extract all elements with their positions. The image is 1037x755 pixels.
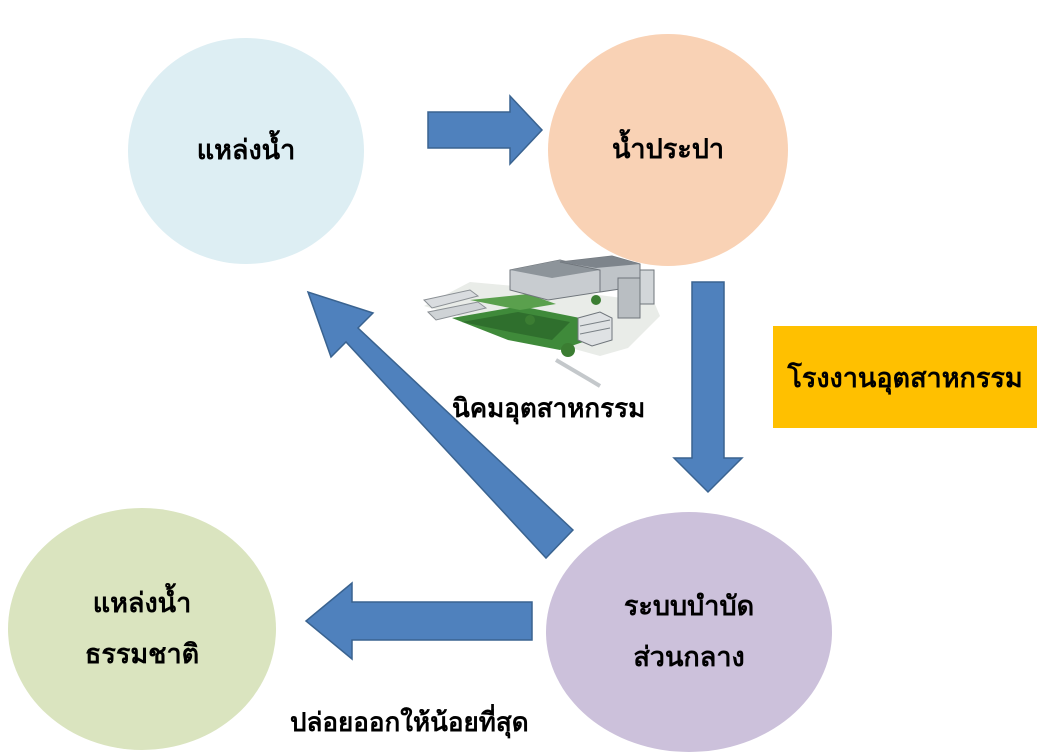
industrial-estate-label: นิคมอุตสาหกรรม <box>452 394 646 424</box>
natural-water-label-line1: แหล่งน้ำ <box>92 587 192 619</box>
arrow-tap-to-central <box>672 281 744 494</box>
industrial-estate-illustration <box>422 255 660 388</box>
release-minimum-label: ปล่อยออกให้น้อยที่สุด <box>290 708 529 738</box>
arrow-source-to-tap <box>427 94 544 166</box>
tap-water-node: น้ำประปา <box>548 34 788 266</box>
water-source-label: แหล่งน้ำ <box>196 135 296 167</box>
tap-water-label: น้ำประปา <box>611 134 725 166</box>
arrow-central-to-source <box>306 290 575 560</box>
central-treatment-label-line1: ระบบบำบัด <box>623 590 755 622</box>
water-source-node: แหล่งน้ำ <box>128 38 364 264</box>
factory-label: โรงงานอุตสาหกรรม <box>787 362 1023 394</box>
central-treatment-label-line2: ส่วนกลาง <box>633 642 745 673</box>
central-treatment-node: ระบบบำบัด ส่วนกลาง <box>546 512 832 752</box>
natural-water-node: แหล่งน้ำ ธรรมชาติ <box>8 508 276 750</box>
arrow-central-to-nature <box>304 581 533 661</box>
factory-box: โรงงานอุตสาหกรรม <box>773 326 1037 428</box>
natural-water-label-line2: ธรรมชาติ <box>84 639 200 670</box>
